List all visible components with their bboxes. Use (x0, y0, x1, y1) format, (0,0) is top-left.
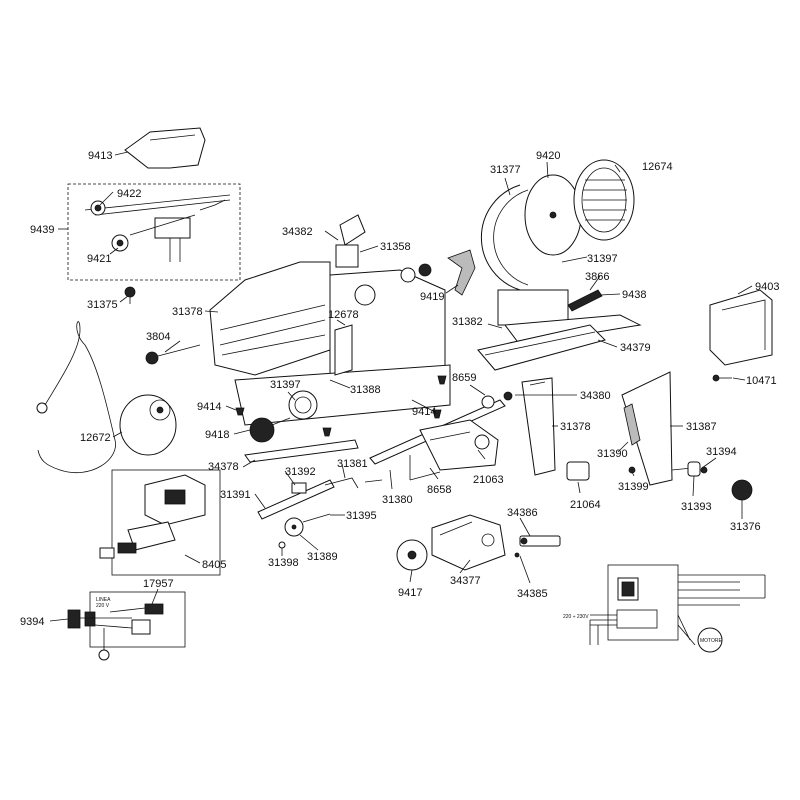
label-9403: 9403 (755, 281, 779, 293)
part-9439-drawing (84, 194, 231, 262)
label-31377: 31377 (490, 164, 521, 176)
label-31382: 31382 (452, 316, 483, 328)
part-31378b-drawing (521, 377, 556, 476)
part-9403-drawing (709, 289, 773, 366)
label-31376: 31376 (730, 521, 761, 533)
label-31358: 31358 (380, 241, 411, 253)
label-31394: 31394 (706, 446, 737, 458)
part-21064-drawing (566, 461, 590, 481)
part-9419-drawing (400, 249, 476, 296)
part-31389-drawing (278, 513, 331, 549)
part-34382-drawing (335, 214, 366, 268)
part-3804-drawing (145, 344, 201, 365)
label-9420: 9420 (536, 150, 560, 162)
label-12678: 12678 (328, 309, 359, 321)
part-12672-drawing (119, 394, 177, 456)
label-3866: 3866 (585, 271, 609, 283)
part-31377-drawing (480, 184, 529, 291)
label-9414-right: 9414 (412, 406, 436, 418)
label-34382: 34382 (282, 226, 313, 238)
label-31389: 31389 (307, 551, 338, 563)
label-9421: 9421 (87, 253, 111, 265)
main-body-drawing (209, 261, 451, 426)
part-10471-drawing (712, 374, 732, 382)
label-21063: 21063 (473, 474, 504, 486)
label-34377: 34377 (450, 575, 481, 587)
label-31380: 31380 (382, 494, 413, 506)
label-9413: 9413 (88, 150, 112, 162)
label-31399: 31399 (618, 481, 649, 493)
motor-text: MOTORE (700, 638, 723, 644)
label-31381: 31381 (337, 458, 368, 470)
voltage-text: 220 V (96, 603, 110, 609)
label-3804: 3804 (146, 331, 170, 343)
label-34380: 34380 (580, 390, 611, 402)
part-9417-drawing (396, 539, 428, 571)
part-31375-drawing (124, 286, 136, 304)
label-31378-top: 31378 (172, 306, 203, 318)
linea-text: LINEA (96, 597, 111, 603)
part-34377-drawing (431, 514, 506, 571)
label-31390: 31390 (597, 448, 628, 460)
label-31378-right: 31378 (560, 421, 591, 433)
label-9419: 9419 (420, 291, 444, 303)
part-34378-drawing (244, 439, 359, 463)
leader-lines (49, 151, 753, 622)
label-31395: 31395 (346, 510, 377, 522)
label-31387: 31387 (686, 421, 717, 433)
label-8405: 8405 (202, 559, 226, 571)
part-12678-drawing (334, 324, 353, 376)
label-21064: 21064 (570, 499, 601, 511)
label-31398: 31398 (268, 557, 299, 569)
label-9394: 9394 (20, 616, 44, 628)
part-9413-drawing (124, 127, 206, 169)
part-34386-drawing (514, 535, 561, 558)
label-9439: 9439 (30, 224, 54, 236)
label-34385: 34385 (517, 588, 548, 600)
label-17957: 17957 (143, 578, 174, 590)
part-9420-drawing (524, 174, 582, 256)
label-9438: 9438 (622, 289, 646, 301)
part-8405-drawing (99, 474, 206, 559)
label-9422: 9422 (117, 188, 141, 200)
label-10471: 10471 (746, 375, 777, 387)
label-34378: 34378 (208, 461, 239, 473)
group-9439-box (67, 183, 241, 281)
label-9417: 9417 (398, 587, 422, 599)
part-31390-drawing (623, 403, 641, 446)
label-31397-top: 31397 (587, 253, 618, 265)
part-labels: 9413 9439 9422 9421 31375 31377 9420 126… (20, 150, 779, 628)
label-31391: 31391 (220, 489, 251, 501)
label-8659: 8659 (452, 372, 476, 384)
supply-text: 220 ÷ 230V (563, 614, 589, 620)
part-34379-drawing (477, 324, 606, 371)
label-34386: 34386 (507, 507, 538, 519)
label-9414-left: 9414 (197, 401, 221, 413)
label-31397-mid: 31397 (270, 379, 301, 391)
part-12674-drawing (573, 159, 635, 241)
switch-schematic-drawing: LINEA 220 V (67, 591, 186, 661)
cable-drawing (36, 321, 116, 474)
part-21063-drawing (409, 419, 499, 481)
label-31375: 31375 (87, 299, 118, 311)
label-8658: 8658 (427, 484, 451, 496)
label-34379: 34379 (620, 342, 651, 354)
part-31391-drawing (257, 477, 383, 520)
label-31393: 31393 (681, 501, 712, 513)
label-9418: 9418 (205, 429, 229, 441)
label-12674: 12674 (642, 161, 673, 173)
label-31392: 31392 (285, 466, 316, 478)
label-12672: 12672 (80, 432, 111, 444)
group-8405-box (111, 469, 221, 576)
label-31388: 31388 (350, 384, 381, 396)
wiring-schematic-drawing: MOTORE 220 ÷ 230V (563, 564, 766, 653)
